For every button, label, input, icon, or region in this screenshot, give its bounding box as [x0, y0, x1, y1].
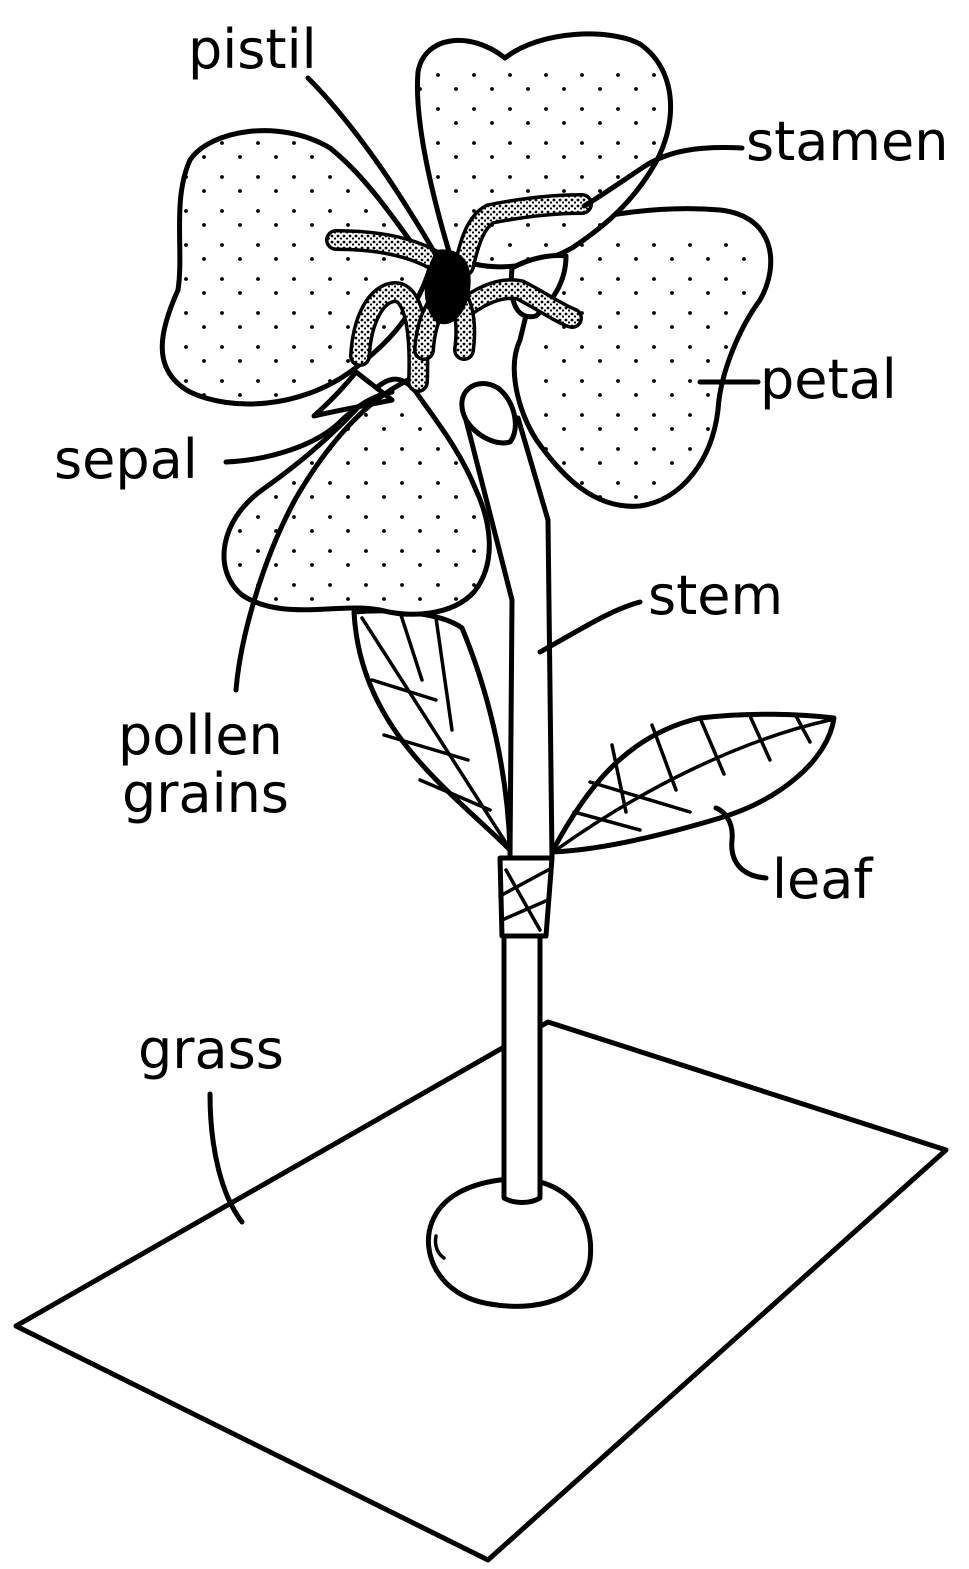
- label-stem: stem: [648, 564, 783, 627]
- label-grass: grass: [138, 1018, 284, 1081]
- label-pollen-line2: grains: [122, 762, 289, 825]
- label-sepal: sepal: [54, 428, 198, 491]
- label-petal: petal: [760, 348, 897, 411]
- stem-lower: [504, 930, 540, 1203]
- label-leaf: leaf: [772, 848, 874, 911]
- leader-stem: [540, 602, 640, 652]
- label-pollen-line1: pollen: [118, 704, 283, 767]
- label-pistil: pistil: [188, 18, 317, 81]
- label-stamen: stamen: [746, 110, 948, 173]
